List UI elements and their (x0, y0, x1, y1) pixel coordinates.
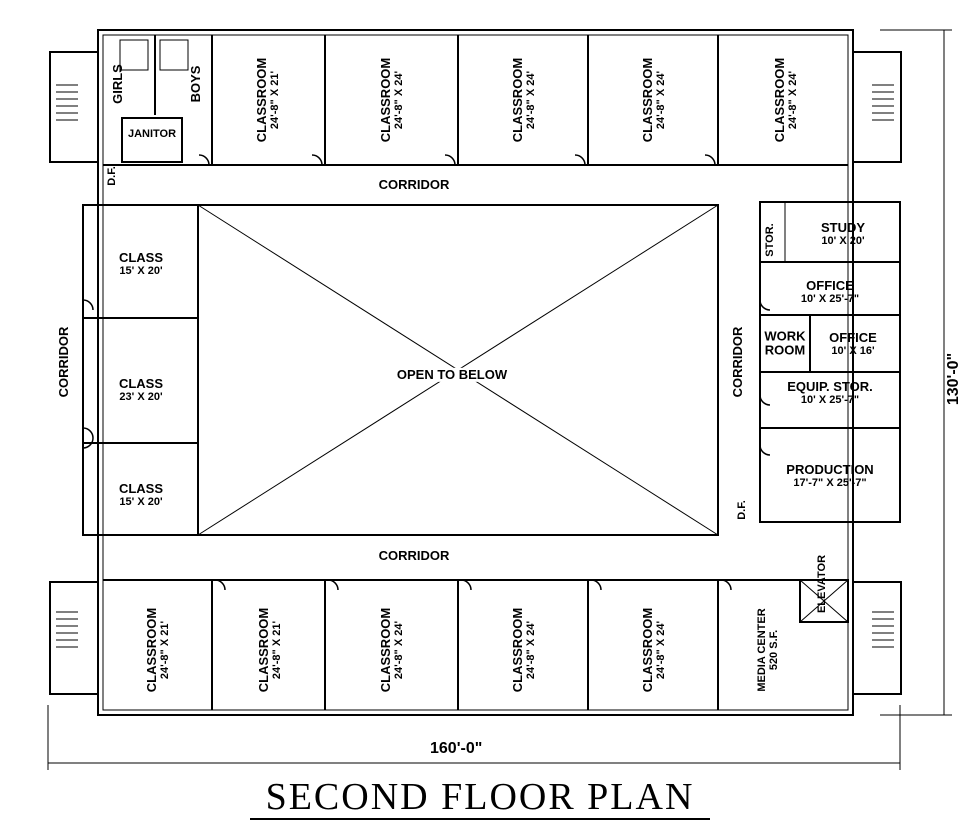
girls-label: GIRLS (109, 64, 125, 104)
stair-bottom-left (49, 581, 99, 695)
equipment-storage: EQUIP. STOR.10' X 25'-7" (787, 378, 873, 407)
drinking-fountain-right-label: D.F. (735, 500, 748, 520)
boys-label: BOYS (187, 65, 203, 103)
drawing-title: SECOND FLOOR PLAN (250, 777, 710, 820)
stair-top-left (49, 51, 99, 163)
corridor-right-label: CORRIDOR (729, 326, 745, 398)
corridor-bottom-label: CORRIDOR (378, 547, 450, 563)
elevator-label: ELEVATOR (815, 554, 828, 614)
stair-top-right (852, 51, 902, 163)
open-to-below-label: OPEN TO BELOW (394, 366, 510, 383)
width-dimension: 160'-0" (430, 740, 483, 757)
corridor-left-label: CORRIDOR (55, 326, 71, 398)
drinking-fountain-top-label: D.F. (105, 166, 118, 186)
height-dimension: 130'-0" (945, 352, 963, 406)
janitor-label: JANITOR (127, 127, 177, 140)
stair-bottom-right (852, 581, 902, 695)
corridor-top-label: CORRIDOR (378, 176, 450, 192)
storage-label: STOR. (763, 223, 776, 257)
